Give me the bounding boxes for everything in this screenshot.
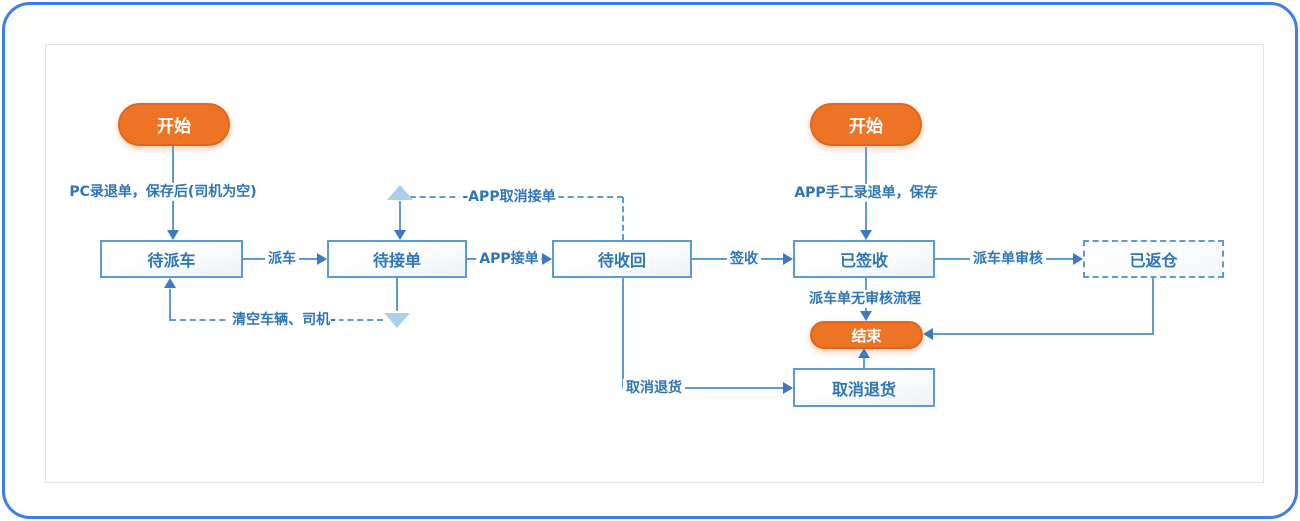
node-end: 结束: [810, 321, 923, 349]
node-signed: 已签收: [793, 240, 935, 278]
edge-audit-label: 派车单审核: [970, 249, 1046, 269]
node-start-left: 开始: [118, 103, 230, 146]
arrowhead-up-icon: [164, 278, 176, 288]
arrowhead-right-icon: [783, 382, 793, 394]
arrowhead-left-icon: [923, 328, 933, 340]
edge-returned-end-hline: [933, 333, 1154, 335]
node-wait-collect: 待收回: [552, 240, 692, 278]
edge-pc-entry-label: PC录退单，保存后(司机为空): [66, 182, 260, 202]
edge-cancel-goods-label: 取消退货: [623, 378, 685, 398]
arrowhead-down-icon: [167, 230, 179, 240]
arrowhead-down-icon: [394, 230, 406, 240]
node-cancel-return: 取消退货: [793, 368, 935, 407]
arrowhead-down-icon: [860, 230, 872, 240]
edge-cancel-goods-vline: [622, 278, 624, 388]
pale-arrow-up-icon: [387, 185, 413, 200]
edge-clear-vehicle-label: 清空车辆、司机-: [229, 310, 339, 330]
arrowhead-right-icon: [542, 253, 552, 265]
edge-clear-vehicle-dropline: [396, 278, 398, 311]
edge-app-cancel-label: -APP取消接单: [459, 187, 559, 207]
node-returned: 已返仓: [1083, 240, 1224, 278]
edge-dispatch-label: 派车: [265, 249, 299, 269]
arrowhead-right-icon: [317, 253, 327, 265]
edge-no-audit-label: 派车单无审核流程: [806, 289, 924, 309]
edge-app-cancel-vdash: [622, 197, 624, 240]
edge-sign-label: 签收: [727, 249, 761, 269]
arrowhead-right-icon: [1073, 253, 1083, 265]
edge-cancel-end-line: [863, 357, 865, 368]
edge-app-cancel-dropline: [399, 201, 401, 231]
node-wait-dispatch: 待派车: [100, 240, 243, 278]
node-wait-accept: 待接单: [327, 240, 467, 278]
pale-arrow-down-icon: [384, 313, 410, 328]
node-start-right: 开始: [810, 103, 922, 146]
edge-returned-end-vline: [1152, 278, 1154, 335]
arrowhead-up-icon: [858, 348, 870, 358]
edge-clear-vehicle-vline: [169, 289, 171, 321]
arrowhead-right-icon: [783, 253, 793, 265]
edge-cancel-goods-hline: [623, 387, 785, 389]
arrowhead-down-icon: [860, 311, 872, 321]
edge-app-entry-label: APP手工录退单，保存: [791, 183, 941, 203]
edge-app-accept-label: APP接单: [476, 249, 542, 269]
